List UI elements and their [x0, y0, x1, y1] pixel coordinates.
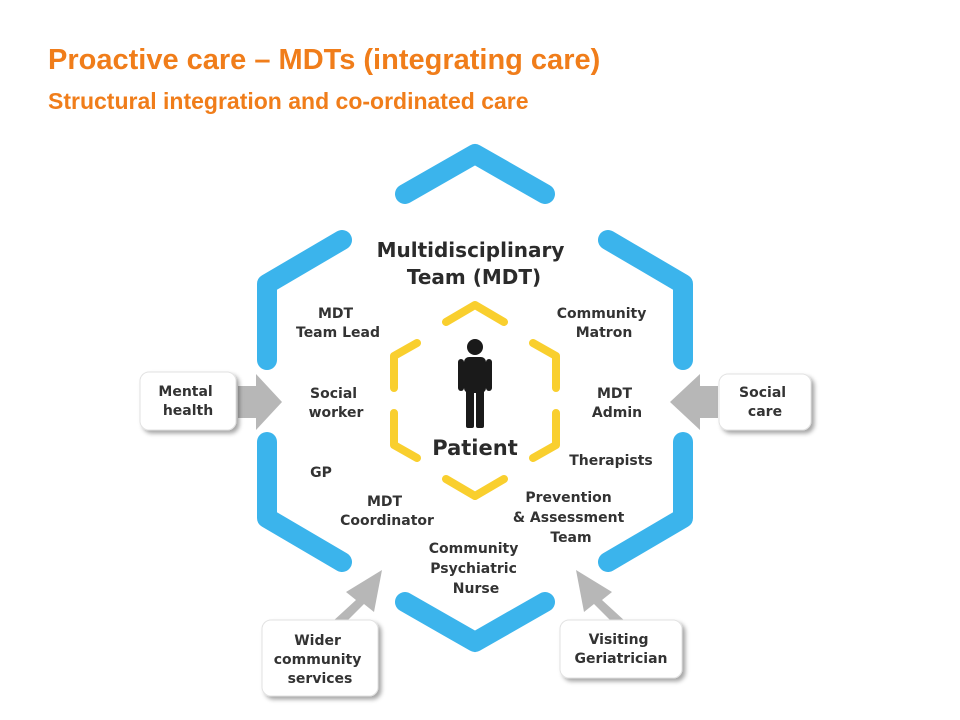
svg-text:Visiting Geriatrician: Visiting Geriatrician: [574, 632, 667, 667]
page-subtitle: Structural integration and co-ordinated …: [48, 88, 529, 114]
external-box-wider-community-services: Wider community services: [261, 619, 379, 697]
external-box-social-care: Social care: [718, 373, 812, 431]
external-box-mental-health: Mental health: [139, 371, 237, 431]
role-community-psychiatric-nurse: Community Psychiatric Nurse: [429, 541, 524, 597]
person-icon: [458, 339, 492, 428]
svg-text:Social care: Social care: [739, 385, 791, 420]
mdt-title: Multidisciplinary Team (MDT): [377, 238, 572, 289]
external-box-visiting-geriatrician: Visiting Geriatrician: [559, 619, 683, 679]
arrow-wider-community-services: [332, 570, 382, 628]
arrows: [238, 374, 718, 628]
outer-hex-segment-top-left: [257, 230, 352, 370]
role-social-worker: Social worker: [309, 386, 364, 421]
outer-hexagon: [257, 144, 693, 652]
inner-hex-segment-bottom-left: [390, 409, 421, 462]
arrow-visiting-geriatrician: [576, 570, 626, 628]
role-prevention-assessment-team: Prevention & Assessment Team: [513, 490, 629, 546]
inner-hex-segment-bottom-right: [529, 409, 560, 462]
role-mdt-coordinator: MDT Coordinator: [340, 494, 434, 529]
arrow-mental-health: [238, 374, 282, 430]
role-community-matron: Community Matron: [557, 306, 652, 341]
role-gp: GP: [310, 465, 332, 481]
arrow-social-care: [670, 374, 718, 430]
outer-hex-segment-bottom-right: [598, 432, 693, 572]
role-mdt-admin: MDT Admin: [592, 386, 642, 421]
inner-hex-segment-bottom: [442, 475, 508, 500]
inner-hexagon: [390, 301, 560, 500]
inner-hex-segment-top: [442, 301, 508, 326]
patient-label: Patient: [432, 436, 517, 460]
outer-hex-segment-bottom: [395, 592, 555, 652]
role-mdt-team-lead: MDT Team Lead: [296, 306, 380, 341]
svg-text:Wider community se: Wider community services: [274, 633, 367, 687]
outer-hex-segment-top: [395, 144, 555, 204]
inner-hex-segment-top-right: [529, 339, 560, 392]
svg-text:Mental health: Mental health: [158, 384, 217, 419]
outer-hex-segment-top-right: [598, 230, 693, 370]
inner-hex-segment-top-left: [390, 339, 421, 392]
page-title: Proactive care – MDTs (integrating care): [48, 44, 601, 76]
role-therapists: Therapists: [569, 453, 653, 469]
outer-hex-segment-bottom-left: [257, 432, 352, 572]
